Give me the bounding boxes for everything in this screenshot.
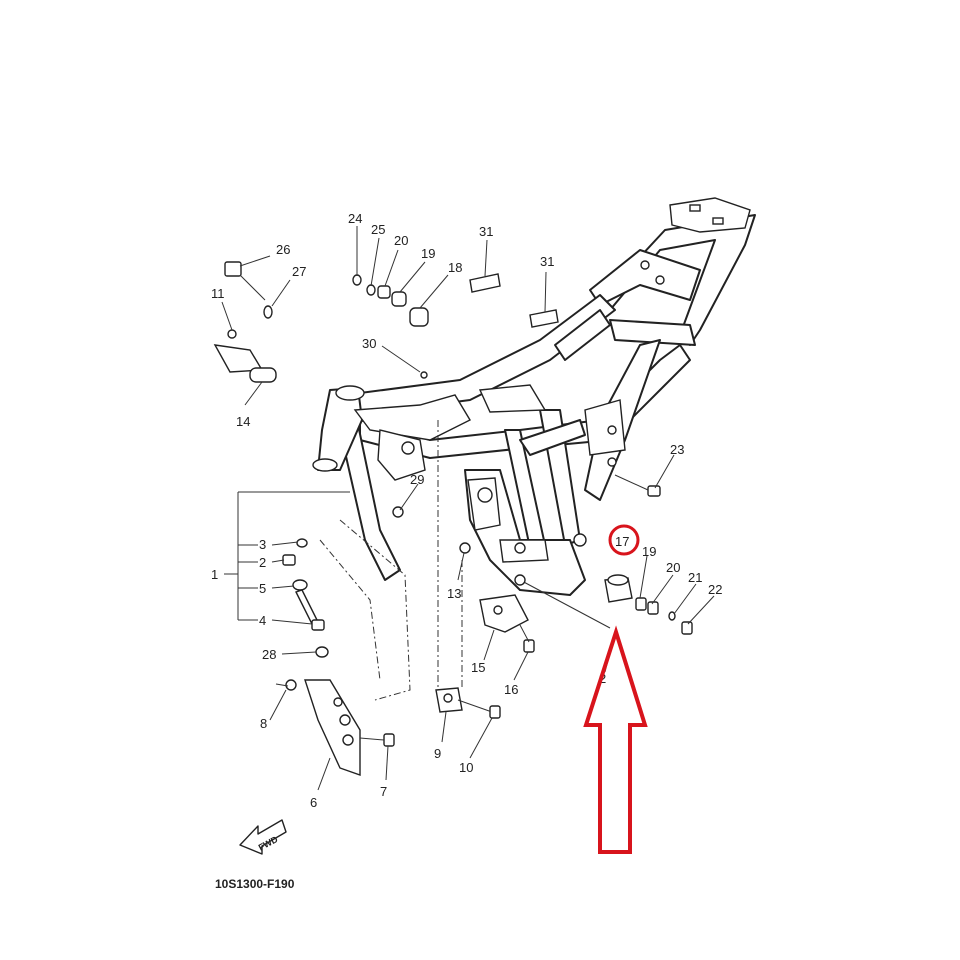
callout-6: 6 [310,795,317,810]
stand-bracket [435,687,501,719]
callout-31a: 31 [479,224,493,239]
steering-lock-assembly [213,261,277,383]
callout-20a: 20 [394,233,408,248]
highlight-circle [608,524,640,556]
rear-engine-mount-parts [459,474,693,635]
diagram-code: 10S1300-F190 [215,877,295,891]
motorcycle-frame [312,197,756,596]
callout-23: 23 [670,442,684,457]
callout-11: 11 [211,286,225,301]
callout-8: 8 [260,716,267,731]
callout-19a: 19 [421,246,435,261]
callout-7: 7 [380,784,387,799]
callout-19b: 19 [642,544,656,559]
callout-17: 17 [615,534,629,549]
leader-lines [221,226,715,791]
callout-21: 21 [688,570,702,585]
callout-15: 15 [471,660,485,675]
callout-14: 14 [236,414,250,429]
callout-31b: 31 [540,254,554,269]
callout-labels: 26 27 11 14 24 25 20 19 18 31 31 30 29 2… [211,211,722,810]
callout-18: 18 [448,260,462,275]
footrest-bracket [285,679,395,776]
rubber-pads [469,273,559,328]
callout-2a: 2 [259,555,266,570]
callout-27: 27 [292,264,306,279]
fwd-arrow-icon: FWD [239,819,287,855]
callout-3: 3 [259,537,266,552]
callout-13: 13 [447,586,461,601]
callout-22: 22 [708,582,722,597]
callout-28: 28 [262,647,276,662]
callout-29: 29 [410,472,424,487]
callout-4: 4 [259,613,266,628]
callout-16: 16 [504,682,518,697]
lower-engine-bracket [479,594,535,653]
engine-mount-bushings [352,274,429,327]
highlight-arrow [583,625,648,854]
callout-9: 9 [434,746,441,761]
callout-5: 5 [259,581,266,596]
callout-24: 24 [348,211,362,226]
callout-1: 1 [211,567,218,582]
callout-20b: 20 [666,560,680,575]
steering-bearing-parts [282,371,428,658]
callout-30: 30 [362,336,376,351]
callout-26: 26 [276,242,290,257]
callout-25: 25 [371,222,385,237]
callout-10: 10 [459,760,473,775]
highlight-annotation [583,524,648,854]
